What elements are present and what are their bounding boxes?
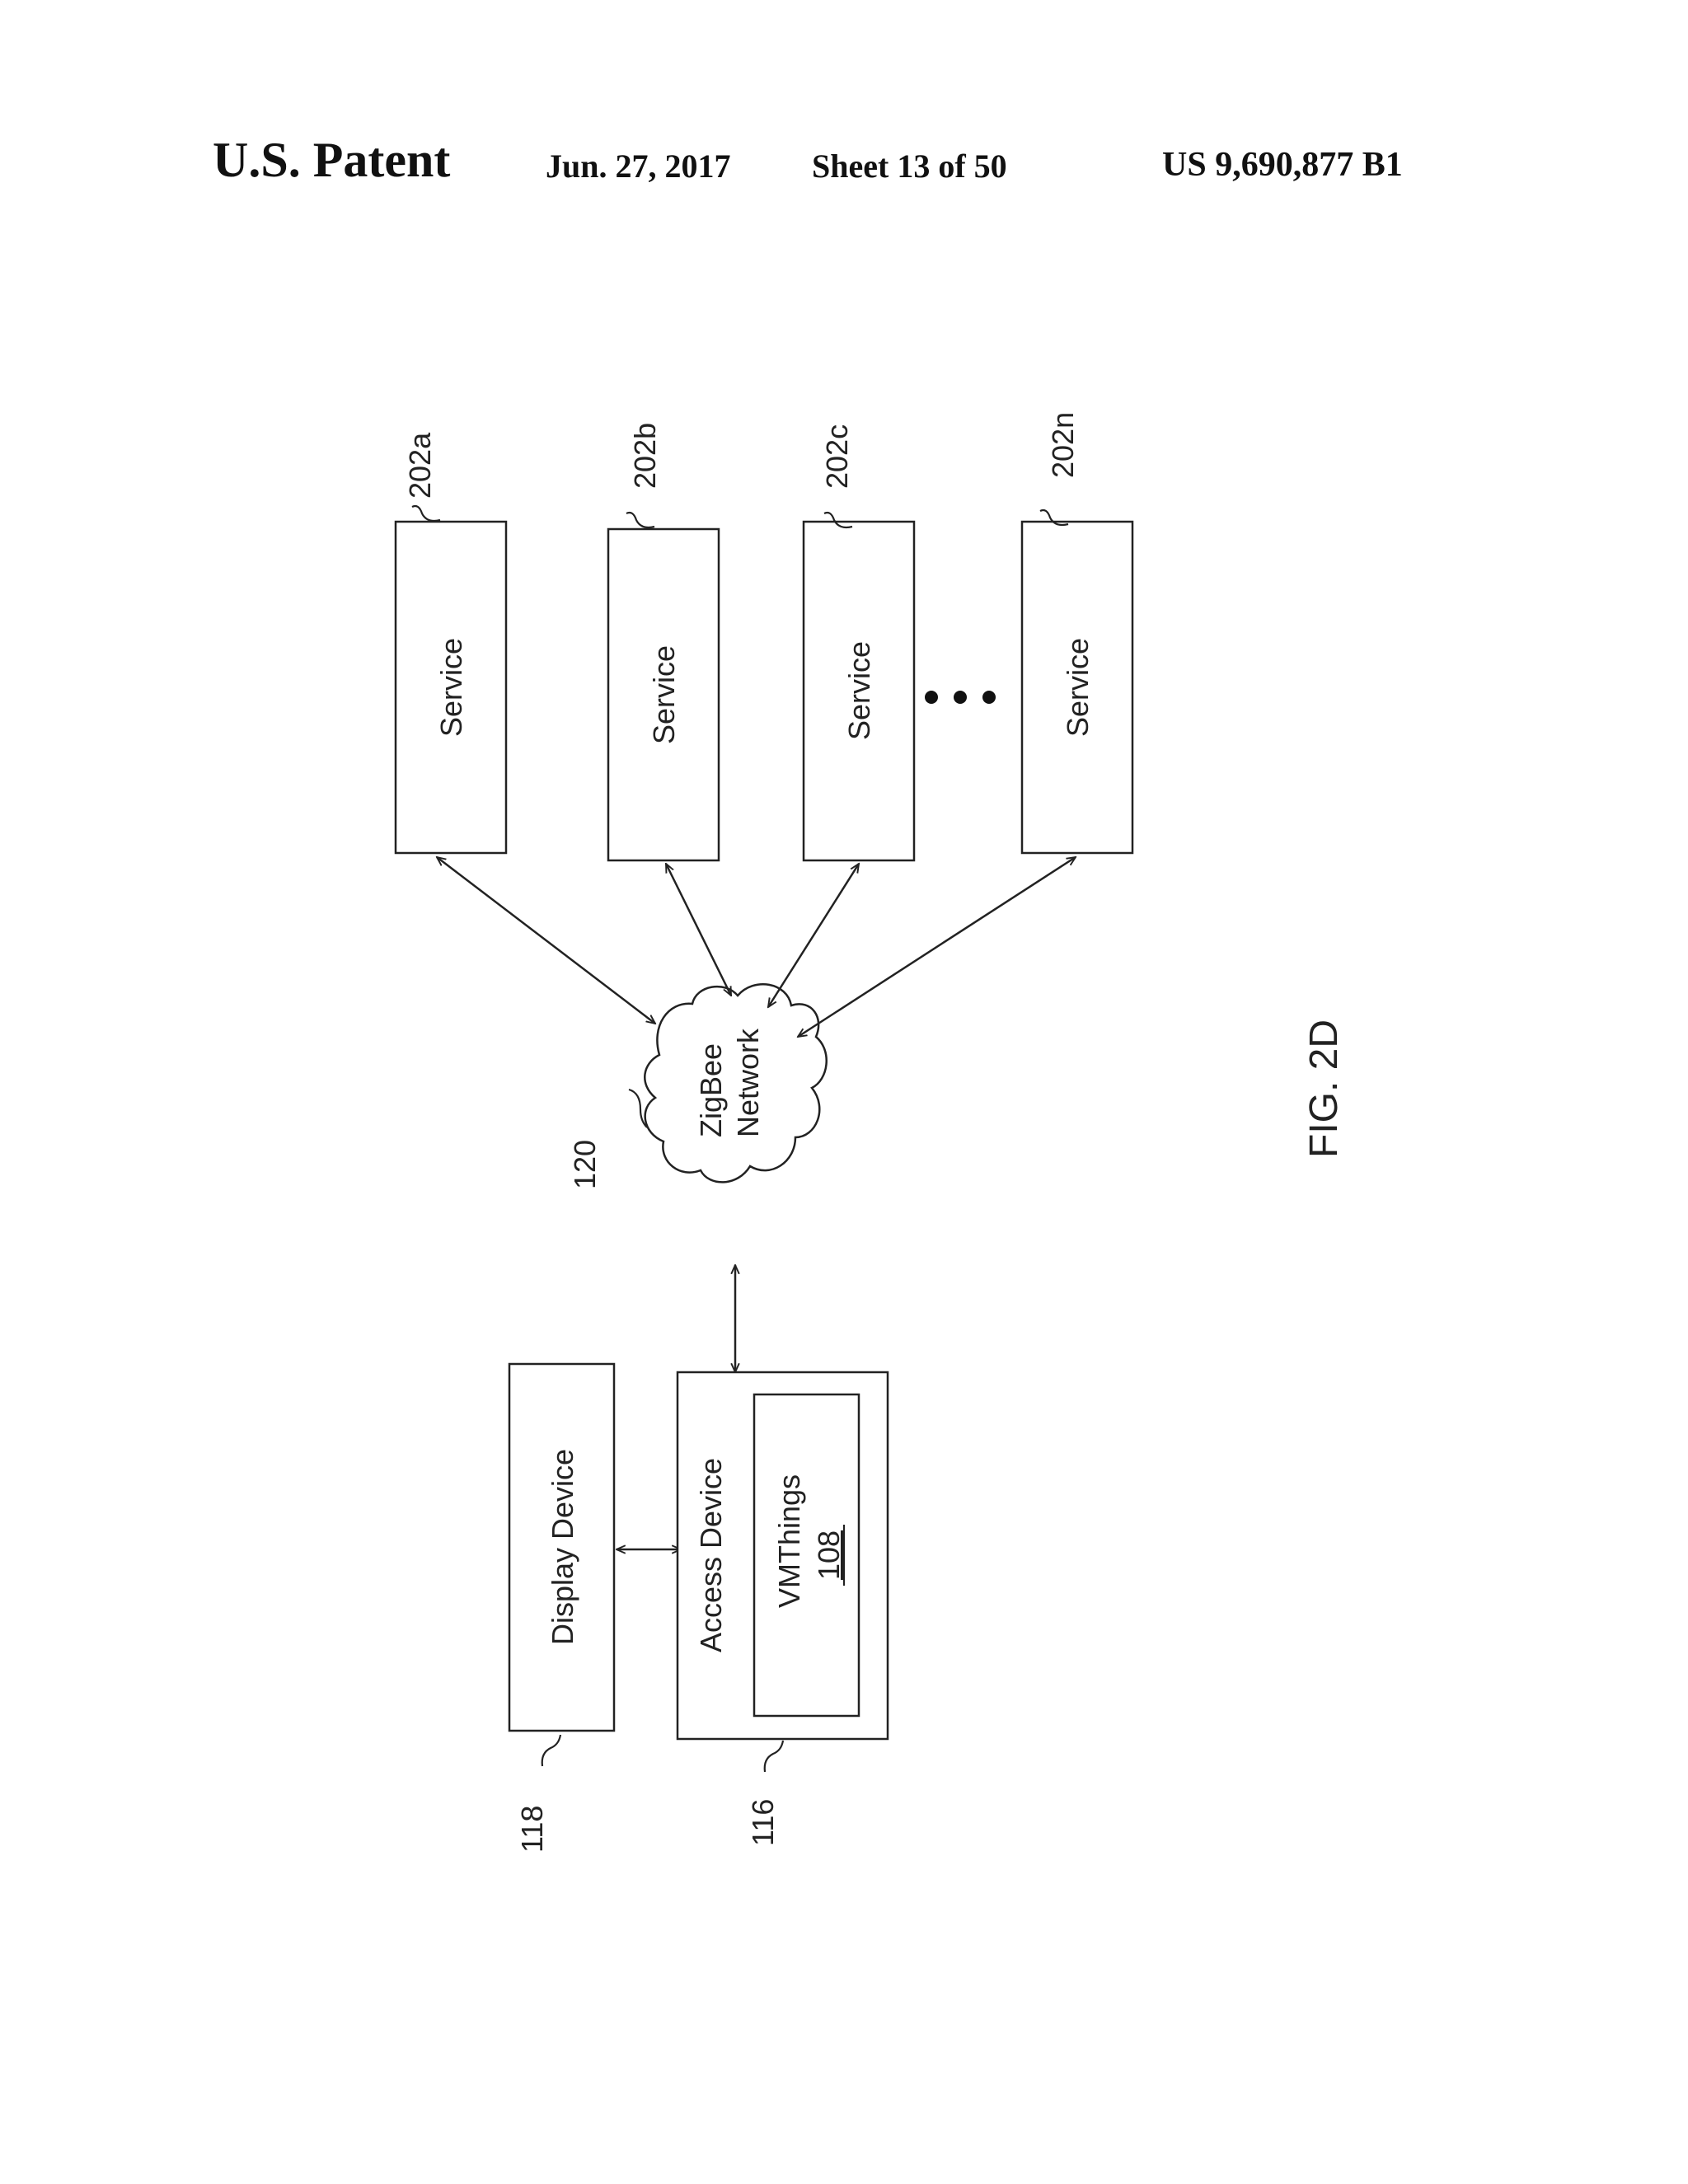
patent-header-title: U.S. Patent: [213, 133, 451, 187]
arrow-service-202n: [798, 857, 1076, 1037]
figure-label: FIG. 2D: [1302, 1019, 1346, 1158]
ref-202n: 202n: [1046, 412, 1080, 478]
network-label-line2: Network: [731, 1028, 765, 1137]
service-label: Service: [647, 645, 681, 744]
ref-120: 120: [568, 1140, 602, 1189]
ellipsis: [925, 691, 996, 704]
ref-202b: 202b: [628, 423, 662, 489]
arrow-service-202a: [437, 857, 655, 1024]
display-device-label: Display Device: [546, 1449, 579, 1645]
display-device-box: Display Device 118: [508, 1362, 616, 1853]
ref-202c: 202c: [820, 424, 854, 489]
access-device-box: Access Device VMThings 108 116: [676, 1371, 889, 1846]
zigbee-network-cloud: ZigBee Network 120: [568, 982, 828, 1189]
vmthings-label: VMThings: [772, 1474, 806, 1608]
ref-118: 118: [515, 1806, 549, 1853]
connector-arrows: [437, 857, 1076, 1549]
vmthings-box: [753, 1393, 860, 1718]
network-label-line1: ZigBee: [694, 1043, 728, 1137]
service-box-202a: Service 202a: [394, 432, 508, 855]
service-box-202n: Service 202n: [1020, 412, 1134, 855]
service-label: Service: [842, 641, 876, 740]
arrow-service-202b: [664, 864, 733, 996]
access-device-label: Access Device: [694, 1458, 728, 1652]
service-box-202c: Service 202c: [802, 424, 916, 862]
patent-date: Jun. 27, 2017: [546, 148, 731, 185]
service-label: Service: [1061, 638, 1095, 737]
ref-116: 116: [746, 1799, 780, 1846]
service-label: Service: [434, 638, 468, 737]
patent-number: US 9,690,877 B1: [1162, 146, 1403, 184]
patent-sheet: Sheet 13 of 50: [812, 148, 1007, 185]
ref-202a: 202a: [403, 432, 437, 499]
arrow-service-202c: [768, 864, 859, 1007]
service-box-202b: Service 202b: [607, 423, 720, 862]
ref-108: 108: [812, 1530, 846, 1580]
